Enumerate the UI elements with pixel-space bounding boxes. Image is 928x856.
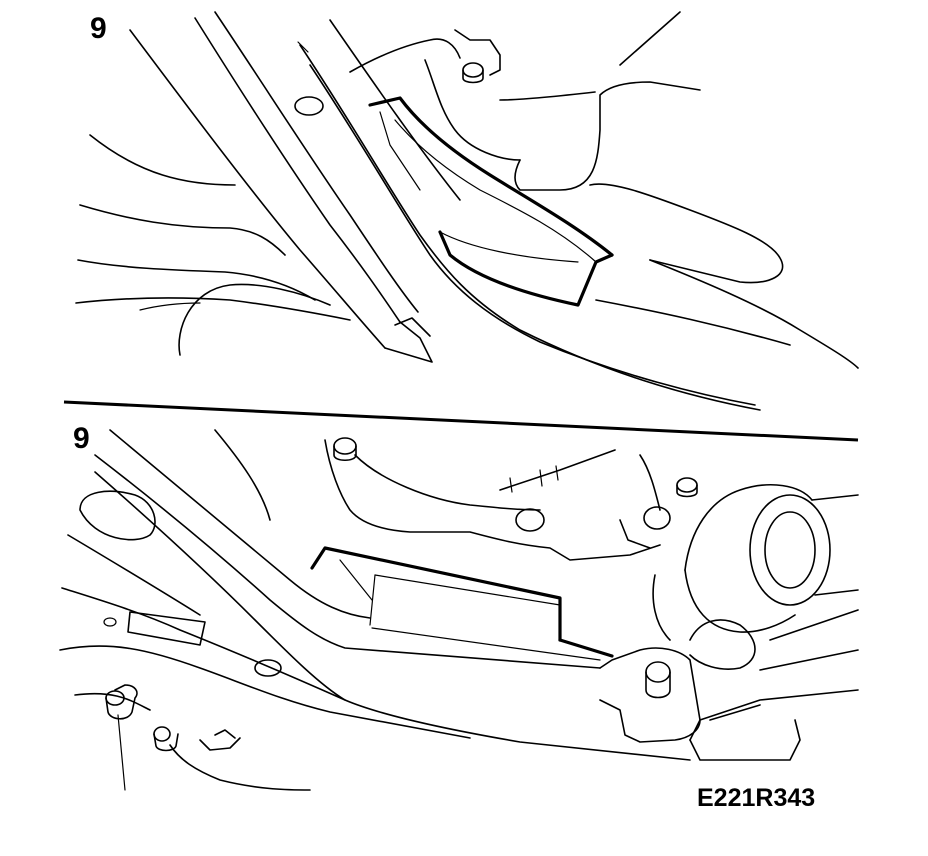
bottom-driveshaft	[652, 484, 859, 741]
top-body-contours	[75, 96, 351, 356]
top-panel: 9	[75, 11, 859, 411]
top-right-structure	[349, 11, 859, 369]
bottom-panel: 9	[59, 422, 859, 812]
top-frame-rails	[129, 11, 761, 411]
figure-code: E221R343	[697, 784, 815, 812]
top-bracket-highlight	[368, 96, 614, 307]
bottom-subframe-beam	[59, 429, 691, 761]
bottom-mount	[599, 647, 801, 761]
bottom-housing	[324, 437, 698, 561]
bottom-step-label: 9	[73, 422, 90, 455]
bottom-bracket-highlight	[310, 546, 614, 661]
panel-divider	[63, 400, 859, 442]
top-clip	[384, 317, 433, 363]
top-step-label: 9	[90, 12, 107, 45]
bottom-body-holes	[79, 490, 282, 677]
bottom-left-bolts	[105, 684, 311, 791]
